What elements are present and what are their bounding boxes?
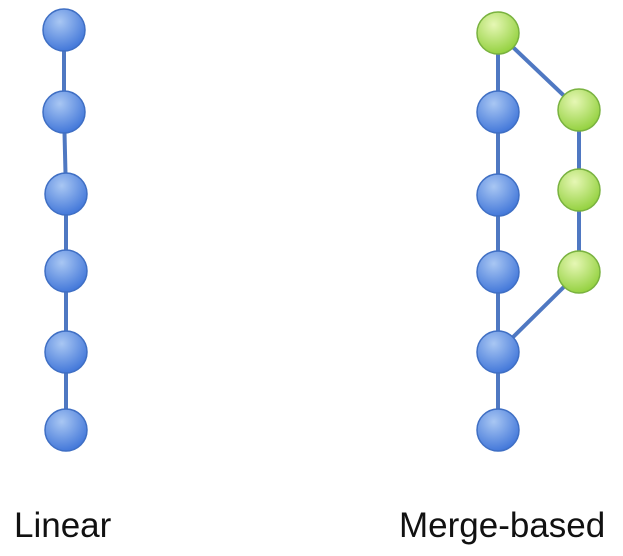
commit-graph-diagram xyxy=(42,8,601,452)
linear-label: Linear xyxy=(14,506,112,545)
main-commit-node-l2 xyxy=(42,90,86,134)
linear-history-graph xyxy=(42,8,88,452)
branch-commit-node-b2 xyxy=(557,168,601,212)
branch-commit-node-b3 xyxy=(557,250,601,294)
main-commit-node-m2 xyxy=(476,90,520,134)
branch-commit-node-m1 xyxy=(476,11,520,55)
main-commit-node-l6 xyxy=(44,408,88,452)
main-commit-node-m4 xyxy=(476,250,520,294)
main-commit-node-l3 xyxy=(44,172,88,216)
branch-commit-node-b1 xyxy=(557,88,601,132)
main-commit-node-l5 xyxy=(44,330,88,374)
merge-history-graph xyxy=(476,11,601,452)
merge-based-label: Merge-based xyxy=(399,506,606,545)
main-commit-node-m3 xyxy=(476,173,520,217)
main-commit-node-m5 xyxy=(476,330,520,374)
main-commit-node-l4 xyxy=(44,249,88,293)
main-commit-node-l1 xyxy=(42,8,86,52)
main-commit-node-m6 xyxy=(476,408,520,452)
